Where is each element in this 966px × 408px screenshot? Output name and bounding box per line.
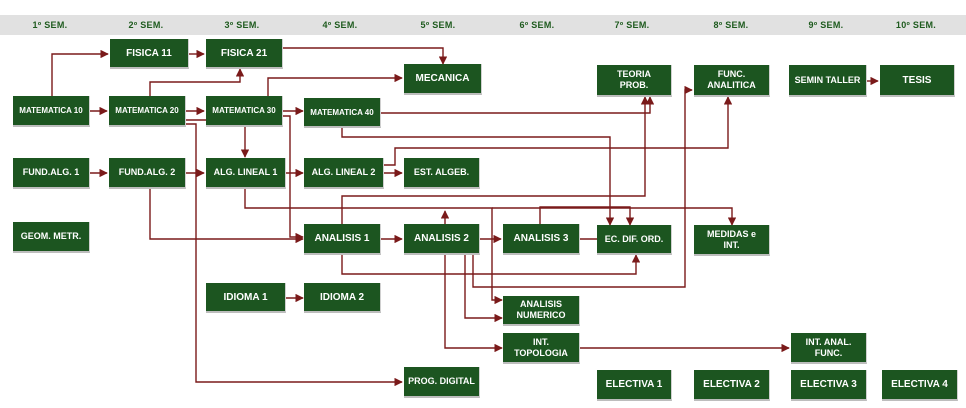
course-fisica-21[interactable]: FISICA 21: [206, 39, 283, 69]
arrow-mat30-mec: [267, 73, 403, 96]
arrow-fis21-mec: [283, 47, 448, 65]
course-semin-taller[interactable]: SEMIN TALLER: [789, 65, 867, 97]
arrow-an1-ecdif2: [341, 254, 641, 275]
course-matematica-30[interactable]: MATEMATICA 30: [206, 96, 283, 127]
course-fund-alg-1[interactable]: FUND.ALG. 1: [13, 158, 90, 189]
course-analisis-2[interactable]: ANALISIS 2: [404, 224, 480, 255]
arrow-an2-funcan: [472, 85, 693, 288]
arrow-an2-annum: [464, 254, 503, 323]
course-electiva-4[interactable]: ELECTIVA 4: [882, 370, 958, 401]
course-est-algeb[interactable]: EST. ALGEB.: [404, 158, 480, 189]
arrow-mat40-teoria: [381, 96, 655, 114]
arrow-mat20-fis21: [149, 68, 245, 96]
course-int-topologia[interactable]: INT. TOPOLOGIA: [503, 333, 580, 364]
course-geom-metr[interactable]: GEOM. METR.: [13, 222, 90, 253]
semester-8-label: 8º SEM.: [713, 20, 749, 30]
course-alg-lineal-2[interactable]: ALG. LINEAL 2: [304, 158, 384, 189]
course-fund-alg-2[interactable]: FUND.ALG. 2: [109, 158, 186, 189]
arrow-an1-teoria: [341, 96, 650, 224]
arrow-al2-funcan: [384, 96, 733, 166]
course-alg-lineal-1[interactable]: ALG. LINEAL 1: [206, 158, 286, 189]
course-ec-dif-ord[interactable]: EC. DIF. ORD.: [597, 225, 672, 255]
arrow-mat10-fis11: [51, 49, 109, 96]
course-mecanica[interactable]: MECANICA: [404, 64, 482, 95]
course-matematica-40[interactable]: MATEMATICA 40: [304, 98, 381, 128]
course-teoria-prob[interactable]: TEORIA PROB.: [597, 65, 672, 97]
course-analisis-numerico[interactable]: ANALISIS NUMERICO: [503, 296, 580, 326]
semester-1-label: 1º SEM.: [32, 20, 68, 30]
course-electiva-2[interactable]: ELECTIVA 2: [694, 370, 770, 401]
course-analisis-3[interactable]: ANALISIS 3: [503, 224, 580, 255]
course-int-anal-func[interactable]: INT. ANAL. FUNC.: [791, 333, 867, 364]
arrow-al1-medidas: [492, 207, 737, 226]
course-tesis[interactable]: TESIS: [880, 65, 955, 97]
semester-9-label: 9º SEM.: [808, 20, 844, 30]
arrow-an2-topo: [444, 254, 503, 353]
course-matematica-20[interactable]: MATEMATICA 20: [109, 96, 186, 127]
course-analisis-1[interactable]: ANALISIS 1: [304, 224, 381, 255]
semester-2-label: 2º SEM.: [128, 20, 164, 30]
semester-10-label: 10º SEM.: [895, 20, 937, 30]
course-electiva-3[interactable]: ELECTIVA 3: [791, 370, 867, 401]
course-medidas-int[interactable]: MEDIDAS e INT.: [694, 225, 770, 256]
course-prog-digital[interactable]: PROG. DIGITAL: [404, 367, 480, 398]
semester-7-label: 7º SEM.: [614, 20, 650, 30]
course-fisica-11[interactable]: FISICA 11: [110, 39, 189, 69]
course-idioma-2[interactable]: IDIOMA 2: [304, 283, 381, 313]
semester-header: 1º SEM. 2º SEM. 3º SEM. 4º SEM. 5º SEM. …: [0, 15, 966, 35]
arrow-fa2-an1: [149, 188, 304, 244]
semester-4-label: 4º SEM.: [322, 20, 358, 30]
semester-3-label: 3º SEM.: [224, 20, 260, 30]
semester-5-label: 5º SEM.: [420, 20, 456, 30]
course-electiva-1[interactable]: ELECTIVA 1: [597, 370, 672, 401]
course-idioma-1[interactable]: IDIOMA 1: [206, 283, 286, 313]
semester-6-label: 6º SEM.: [519, 20, 555, 30]
arrow-mat30-an1: [283, 115, 304, 242]
arrow-an3-ecdif: [539, 206, 635, 226]
course-matematica-10[interactable]: MATEMATICA 10: [13, 96, 90, 127]
course-func-analitica[interactable]: FUNC. ANALITICA: [694, 65, 770, 97]
